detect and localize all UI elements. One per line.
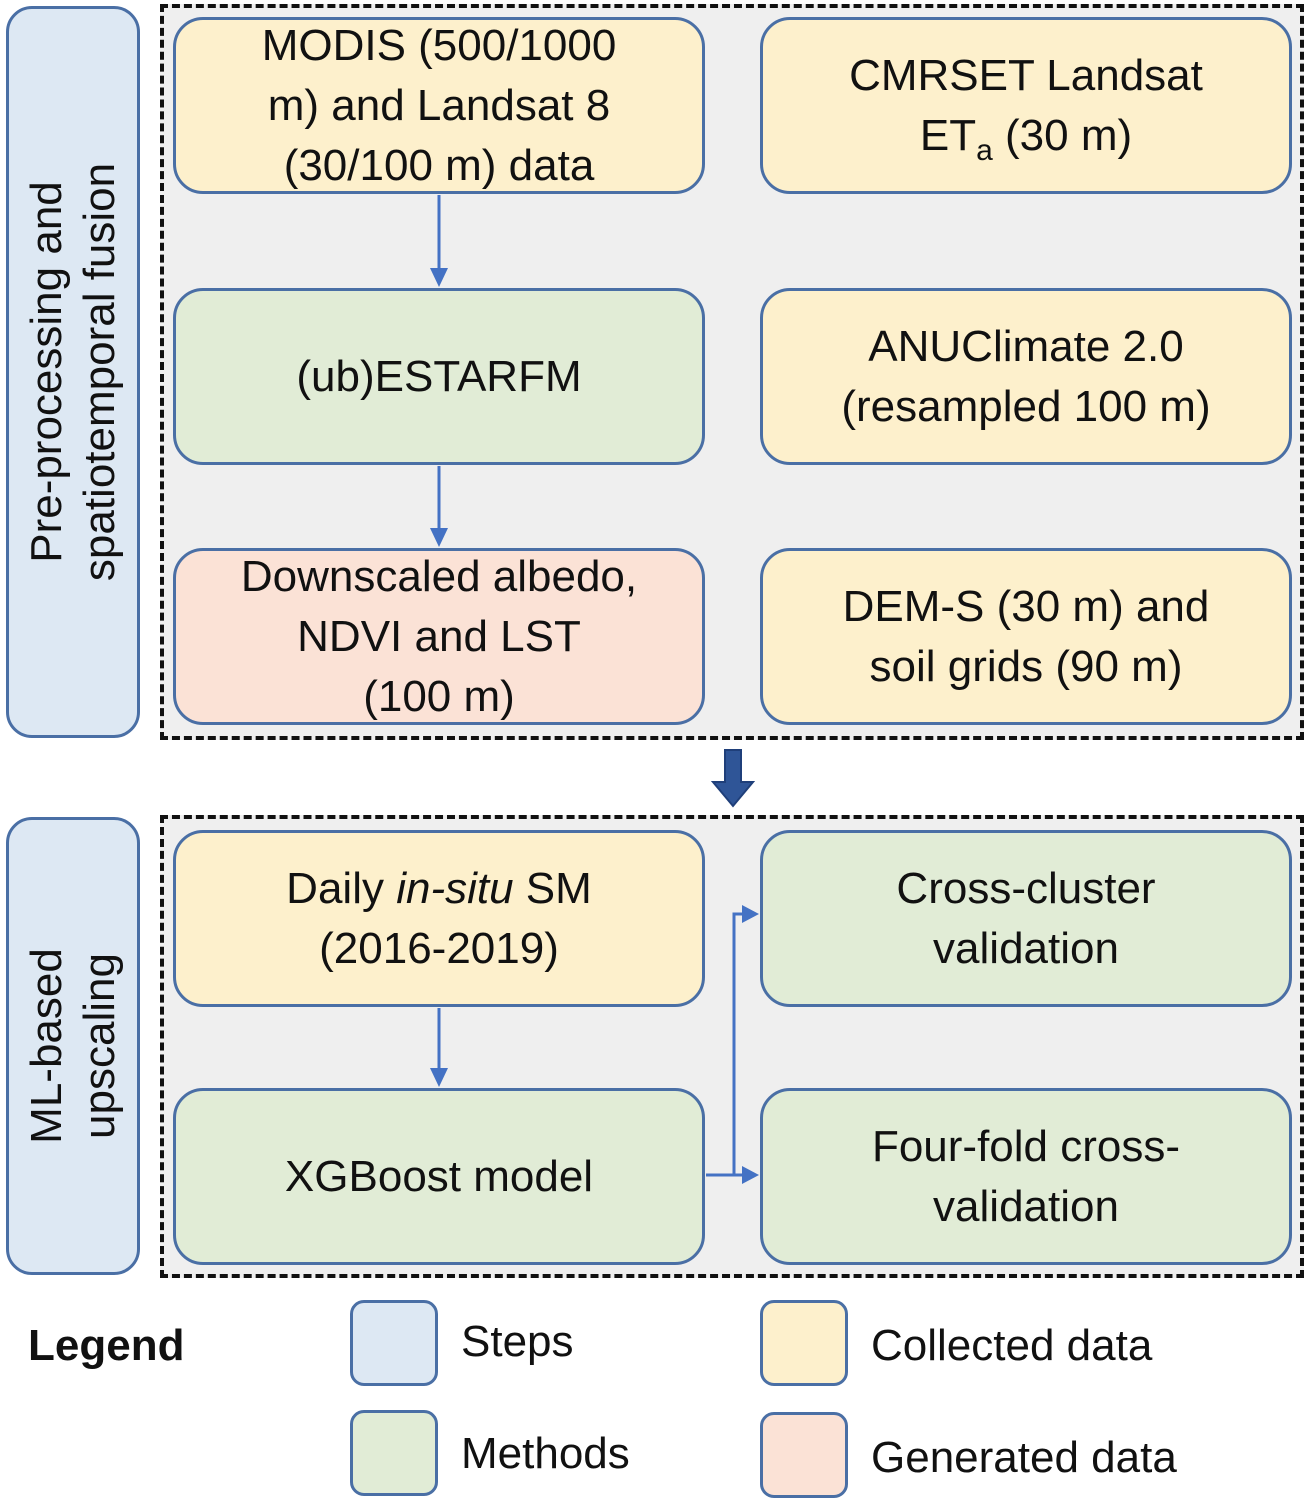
estarfm-label: (ub)ESTARFM	[296, 351, 582, 401]
legend-label-methods: Methods	[461, 1429, 630, 1478]
fourfold-line2: validation	[933, 1181, 1119, 1231]
xgboost-box: XGBoost model	[173, 1088, 705, 1265]
cmrset-eta-subscript: a	[976, 133, 993, 167]
cmrset-box: CMRSET Landsat ETa (30 m)	[760, 17, 1292, 194]
cross-cluster-box: Cross-cluster validation	[760, 830, 1292, 1007]
xgboost-label: XGBoost model	[284, 1151, 594, 1201]
insitu-daily: Daily	[286, 863, 397, 913]
anuclimate-line1: ANUClimate 2.0	[868, 321, 1184, 371]
insitu-italic: in-situ	[396, 863, 514, 913]
legend-swatch-methods	[350, 1410, 438, 1496]
insitu-line2: (2016-2019)	[319, 923, 559, 973]
modis-landsat-box: MODIS (500/1000 m) and Landsat 8 (30/100…	[173, 17, 705, 194]
insitu-sm: SM	[513, 863, 592, 913]
insitu-sm-box: Daily in-situ SM (2016-2019)	[173, 830, 705, 1007]
legend-label-collected: Collected data	[871, 1321, 1153, 1370]
arrowhead-estarfm-to-downscaled	[430, 528, 448, 547]
legend-swatch-steps	[350, 1300, 438, 1386]
legend-swatch-generated	[760, 1412, 848, 1498]
cmrset-line2: ETa (30 m)	[920, 106, 1132, 166]
downscaled-line1: Downscaled albedo,	[240, 551, 638, 601]
four-fold-box: Four-fold cross- validation	[760, 1088, 1292, 1265]
arrowhead-xgboost-to-crosscluster	[742, 905, 759, 923]
downscaled-line3: (100 m)	[363, 671, 515, 721]
arrow-xgboost-to-crosscluster	[706, 912, 744, 1177]
dem-line1: DEM-S (30 m) and	[842, 581, 1210, 631]
legend-title: Legend	[28, 1321, 185, 1370]
modis-line3: (30/100 m) data	[283, 140, 595, 190]
fourfold-line1: Four-fold cross-	[871, 1121, 1181, 1171]
legend-label-generated: Generated data	[871, 1433, 1177, 1482]
downscaled-line2: NDVI and LST	[297, 611, 581, 661]
step-upscaling: ML-based upscaling	[6, 817, 140, 1275]
cmrset-line1: CMRSET Landsat	[849, 50, 1203, 100]
anuclimate-line2: (resampled 100 m)	[841, 381, 1211, 431]
dem-soil-box: DEM-S (30 m) and soil grids (90 m)	[760, 548, 1292, 725]
estarfm-box: (ub)ESTARFM	[173, 288, 705, 465]
downscaled-box: Downscaled albedo, NDVI and LST (100 m)	[173, 548, 705, 725]
crosscluster-line1: Cross-cluster	[896, 863, 1156, 913]
big-arrow-down	[710, 749, 756, 808]
arrowhead-xgboost-to-fourfold	[742, 1166, 759, 1184]
insitu-line1: Daily in-situ SM	[286, 859, 592, 919]
legend-label-steps: Steps	[461, 1317, 574, 1366]
dem-line2: soil grids (90 m)	[869, 641, 1183, 691]
legend-swatch-collected	[760, 1300, 848, 1386]
crosscluster-line2: validation	[933, 923, 1119, 973]
cmrset-eta-main: ET	[919, 110, 977, 160]
modis-line2: m) and Landsat 8	[267, 80, 611, 130]
modis-line1: MODIS (500/1000	[261, 20, 617, 70]
arrowhead-insitu-to-xgboost	[430, 1068, 448, 1087]
cmrset-eta-resolution: (30 m)	[992, 110, 1133, 160]
anuclimate-box: ANUClimate 2.0 (resampled 100 m)	[760, 288, 1292, 465]
step-preprocessing: Pre-processing and spatiotemporal fusion	[6, 6, 140, 738]
arrowhead-modis-to-estarfm	[430, 268, 448, 287]
